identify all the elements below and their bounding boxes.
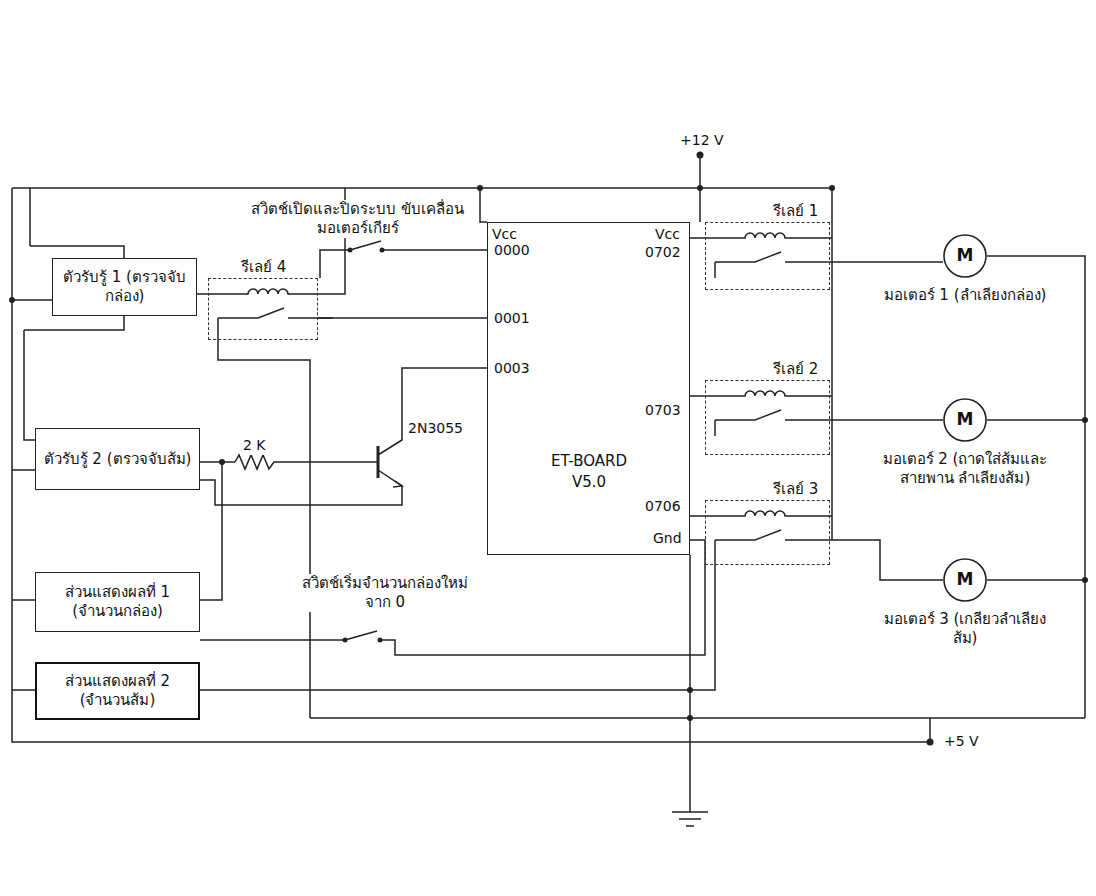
wires: [12, 158, 1085, 826]
wire-connector: [690, 515, 705, 517]
relay-label: รีเลย์ 3: [771, 480, 820, 499]
sensor-box: ตัวรับรู้ 2 (ตรวจจับส้ม): [35, 428, 200, 490]
supply-label: +12 V: [680, 132, 724, 150]
pin-label: 0001: [494, 310, 530, 328]
motor-letter: M: [943, 245, 987, 266]
motor-letter: M: [943, 409, 987, 430]
box-label: ตัวรับรู้ 2 (ตรวจจับส้ม): [44, 450, 192, 469]
box-label: ส่วนแสดงผลที่ 1 (จำนวนกล่อง): [42, 583, 193, 621]
sensor-box: ตัวรับรู้ 1 (ตรวจจับกล่อง): [52, 258, 197, 316]
board-name: ET-BOARD V5.0: [539, 451, 639, 493]
pin-label: Vcc: [655, 226, 680, 244]
switch-label: สวิตช์เปิดและปิดระบบ ขับเคลื่อนมอเตอร์เก…: [250, 200, 465, 238]
pin-label: Vcc: [492, 226, 517, 244]
motor-symbol: Mมอเตอร์ 3 (เกลียวลำเลียงส้ม): [943, 558, 987, 602]
pin-label: Gnd: [653, 530, 682, 548]
box-label: ส่วนแสดงผลที่ 2 (จำนวนส้ม): [43, 672, 192, 710]
supply-label: +5 V: [944, 733, 979, 751]
wire-connector: [830, 261, 943, 263]
wire-connector: [318, 317, 487, 319]
pin-label: 0702: [645, 244, 681, 262]
resistor-value: 2 K: [243, 437, 266, 455]
box-label: ตัวรับรู้ 1 (ตรวจจับกล่อง): [59, 268, 190, 306]
pin-label: 0000: [494, 242, 530, 260]
relay-box: รีเลย์ 2: [705, 380, 830, 455]
wire-connector: [690, 237, 705, 239]
relay-box: รีเลย์ 4: [208, 278, 318, 340]
wire-connector: [197, 293, 208, 295]
display-box: ส่วนแสดงผลที่ 2 (จำนวนส้ม): [35, 662, 200, 720]
relay-label: รีเลย์ 4: [239, 258, 288, 277]
relay-label: รีเลย์ 2: [771, 360, 820, 379]
wire-connector: [690, 395, 705, 397]
relay-symbols: [208, 233, 832, 556]
motor-symbol: Mมอเตอร์ 2 (ถาดใส่ส้มและสายพาน ลำเลียงส้…: [943, 398, 987, 442]
display-box: ส่วนแสดงผลที่ 1 (จำนวนกล่อง): [35, 572, 200, 632]
wire-connector: [830, 540, 943, 580]
pin-label: 0003: [494, 360, 530, 378]
pin-label: 0706: [645, 498, 681, 516]
relay-box: รีเลย์ 3: [705, 500, 830, 565]
switch-label: สวิตช์เริ่มจำนวนกล่องใหม่จาก 0: [300, 574, 470, 612]
motor-symbol: Mมอเตอร์ 1 (ลำเลียงกล่อง): [943, 234, 987, 278]
relay-label: รีเลย์ 1: [771, 202, 820, 221]
junction-dots: [9, 152, 1088, 746]
motor-letter: M: [943, 569, 987, 590]
wire-connector: [830, 419, 943, 421]
relay-box: รีเลย์ 1: [705, 222, 830, 290]
pin-label: 0703: [645, 402, 681, 420]
transistor-part: 2N3055: [408, 420, 463, 438]
motor-caption: มอเตอร์ 3 (เกลียวลำเลียงส้ม): [880, 610, 1050, 648]
motor-caption: มอเตอร์ 2 (ถาดใส่ส้มและสายพาน ลำเลียงส้ม…: [880, 450, 1050, 488]
motor-caption: มอเตอร์ 1 (ลำเลียงกล่อง): [880, 286, 1050, 305]
